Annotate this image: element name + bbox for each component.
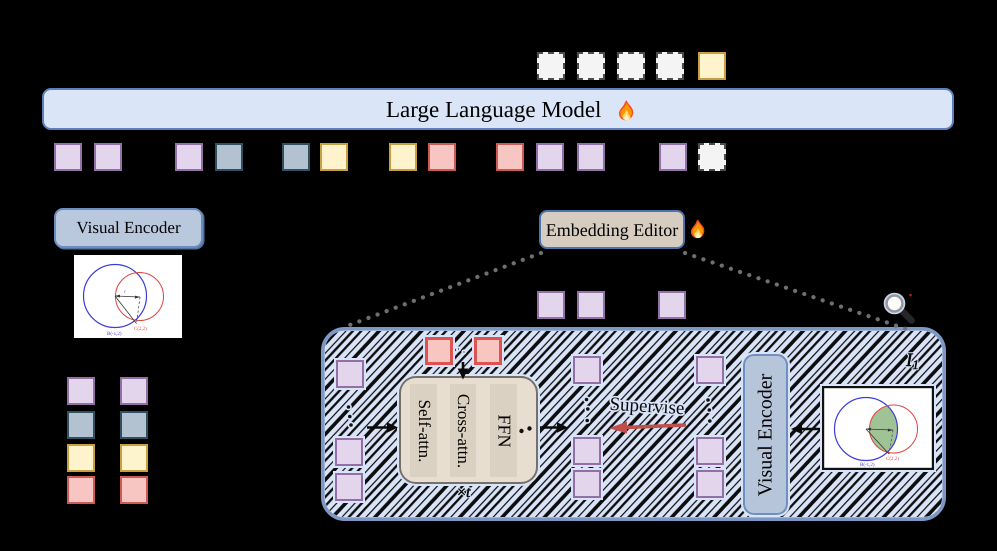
svg-text:×t: ×t — [457, 484, 471, 501]
svg-text:C(2,2): C(2,2) — [886, 456, 899, 462]
svg-text:I1: I1 — [905, 350, 919, 372]
svg-text:C(2,2): C(2,2) — [134, 326, 147, 332]
svg-text:×t: ×t — [457, 484, 471, 501]
svg-text:Supervise: Supervise — [609, 394, 685, 420]
svg-text:r: r — [124, 290, 126, 295]
svg-text:B(-1,2): B(-1,2) — [860, 462, 875, 468]
svg-text:B(-1,2): B(-1,2) — [107, 331, 122, 337]
